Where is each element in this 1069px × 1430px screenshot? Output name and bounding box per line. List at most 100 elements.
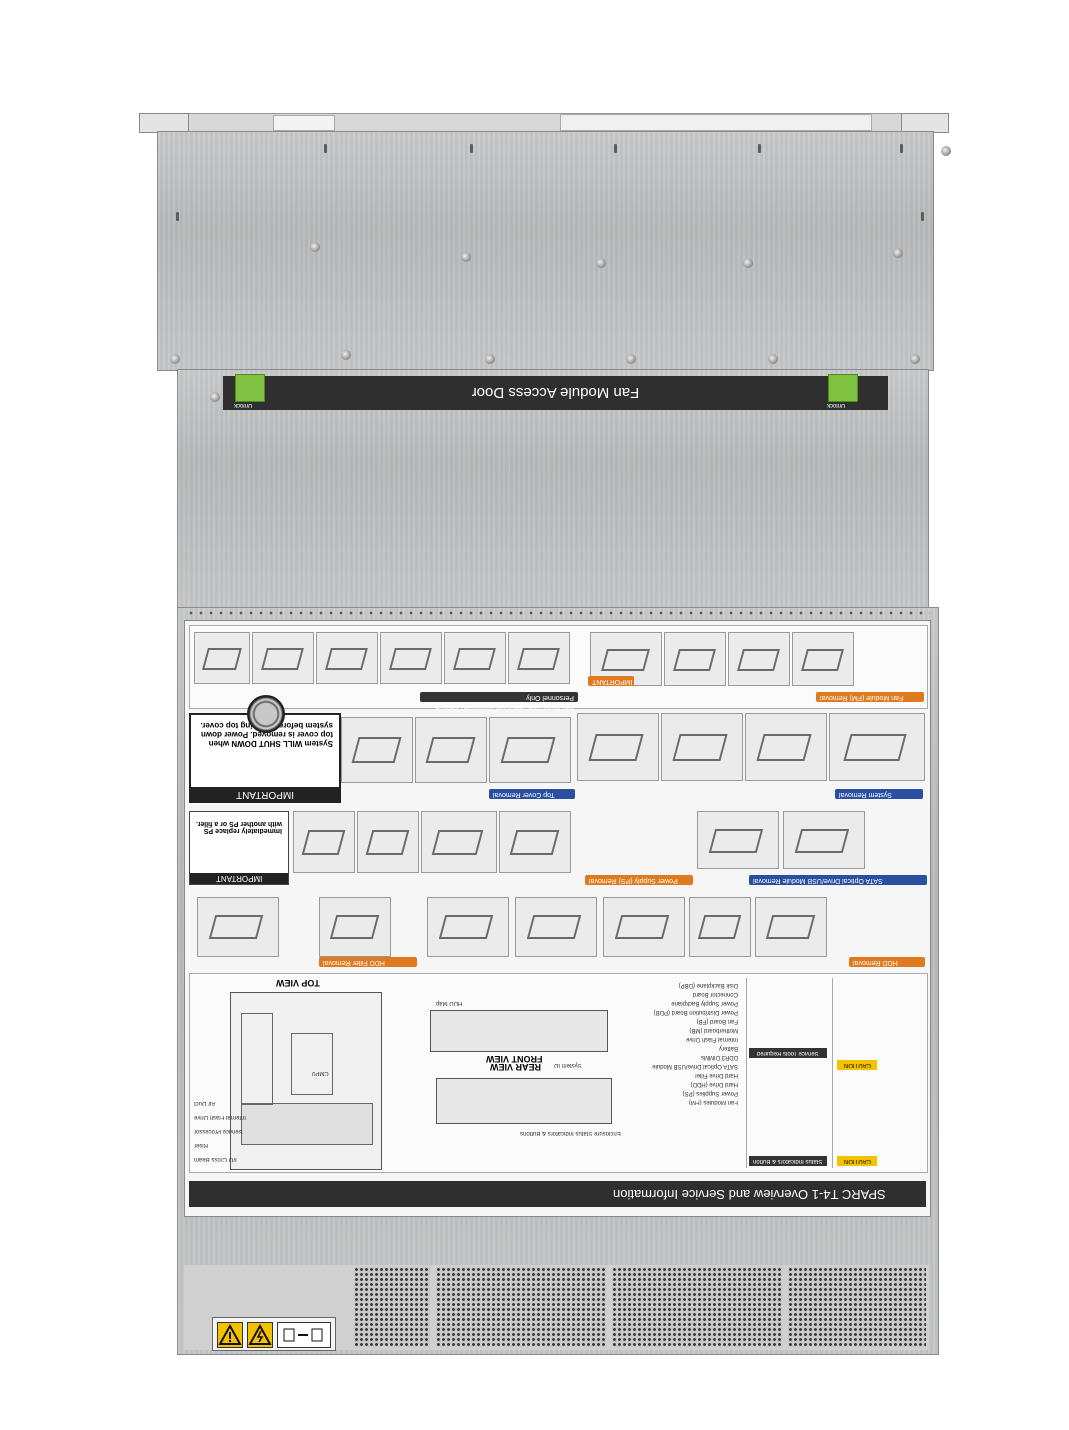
status-indicators-heading: Status Indicators & Button bbox=[749, 1156, 827, 1166]
screw bbox=[310, 242, 320, 252]
right-rail-ear bbox=[901, 113, 949, 133]
illustration bbox=[755, 897, 827, 957]
unlock-latch-right[interactable] bbox=[828, 374, 858, 402]
top-view-label: I/O Cross Beam bbox=[194, 1156, 237, 1162]
section-header-fan-board: Fan Board (FB) Removal Authorized Servic… bbox=[420, 692, 578, 711]
section-header-sata: SATA Optical Drive/USB Module Removal bbox=[749, 875, 927, 885]
illustration bbox=[444, 632, 506, 684]
front-view-diagram bbox=[430, 1010, 608, 1052]
section-header-hdd: HDD Removal bbox=[849, 957, 925, 967]
top-cover-button-icon bbox=[247, 695, 285, 733]
unlock-label-left: Unlock bbox=[234, 402, 253, 408]
illustration bbox=[197, 897, 279, 957]
warning-label bbox=[212, 1317, 336, 1351]
parts-list-item: Internal Flash Drive bbox=[685, 1036, 738, 1042]
illustration bbox=[792, 632, 854, 686]
top-view-label: Service Processor bbox=[194, 1128, 243, 1134]
section-header-top-cover: Top Cover Removal bbox=[489, 789, 575, 799]
row-fan-removal: Fan Board (FB) Removal Authorized Servic… bbox=[189, 625, 928, 711]
illustration bbox=[316, 632, 378, 684]
caution-triangle-icon bbox=[217, 1322, 243, 1348]
vent-slot bbox=[758, 144, 761, 153]
vent-slot bbox=[470, 144, 473, 153]
rear-vent-panel bbox=[184, 1265, 929, 1350]
service-label-title: SPARC T4-1 Overview and Service Informat… bbox=[613, 1187, 886, 1202]
parts-list-item: SATA Optical Drive/USB Module bbox=[652, 1063, 738, 1069]
top-view-label: Internal Flash Drive bbox=[194, 1114, 247, 1120]
illustration bbox=[664, 632, 726, 686]
vent-slot bbox=[324, 144, 327, 153]
caution-badge: CAUTION bbox=[837, 1156, 877, 1166]
illustration bbox=[515, 897, 597, 957]
parts-list-item: Power Supply Backplane bbox=[671, 1000, 738, 1006]
section-header-important: IMPORTANT bbox=[588, 676, 634, 686]
section-header-system-removal: System Removal bbox=[835, 789, 923, 799]
disconnect-power-icon bbox=[277, 1322, 331, 1348]
illustration bbox=[421, 811, 497, 873]
important-text-ps: Immediately replace PS with another PS o… bbox=[196, 820, 282, 834]
top-view-label: CMP0 bbox=[312, 1070, 329, 1076]
vent-slot bbox=[900, 144, 903, 153]
illustration bbox=[341, 717, 413, 783]
important-heading-bar-ps: IMPORTANT bbox=[190, 873, 288, 884]
illustration bbox=[293, 811, 355, 873]
illustration bbox=[319, 897, 391, 957]
parts-list: Fan Modules (FM) Power Supplies (PS) Har… bbox=[620, 978, 740, 1168]
fan-module-access-door[interactable]: Fan Module Access Door Unlock Unlock bbox=[177, 369, 929, 609]
illustration bbox=[499, 811, 571, 873]
illustration bbox=[508, 632, 570, 684]
riser-area bbox=[241, 1013, 273, 1105]
overview-area: TOP VIEW I/O Cross Beam Riser Service Pr… bbox=[189, 973, 928, 1173]
cpu-area bbox=[291, 1033, 333, 1095]
caution-column: CAUTION CAUTION bbox=[832, 978, 923, 1168]
parts-list-text: Fan Modules (FM) Power Supplies (PS) Har… bbox=[620, 980, 738, 1106]
unlock-latch-left[interactable] bbox=[235, 374, 265, 402]
illustration bbox=[380, 632, 442, 684]
illustration bbox=[745, 713, 827, 781]
illustration bbox=[689, 897, 751, 957]
top-view-label: Riser bbox=[194, 1142, 209, 1148]
screw bbox=[485, 354, 495, 364]
illustration bbox=[489, 717, 571, 783]
rear-view-label: Enclosure Status Indicators & Buttons bbox=[520, 1130, 621, 1136]
illustration bbox=[577, 713, 659, 781]
parts-list-item: Fan Board (FB) bbox=[696, 1018, 738, 1024]
top-view-diagram bbox=[230, 992, 382, 1170]
service-label-title-strip: SPARC T4-1 Overview and Service Informat… bbox=[189, 1181, 926, 1207]
parts-list-item: Fan Modules (FM) bbox=[688, 1099, 738, 1105]
section-header-power-supply: Power Supply (PS) Removal bbox=[585, 875, 693, 885]
screw bbox=[910, 354, 920, 364]
vent-grille bbox=[354, 1267, 430, 1347]
left-rail-ear bbox=[139, 113, 189, 133]
screw bbox=[170, 354, 180, 364]
caution-badge: CAUTION bbox=[837, 1060, 877, 1070]
parts-list-item: Hard Drive Filler bbox=[694, 1072, 738, 1078]
parts-list-item: Power Supplies (PS) bbox=[682, 1090, 738, 1096]
screw bbox=[341, 350, 351, 360]
illustration bbox=[661, 713, 743, 781]
illustration bbox=[252, 632, 314, 684]
important-box-ps: IMPORTANT Immediately replace PS with an… bbox=[189, 811, 289, 885]
serial-label-left bbox=[273, 115, 335, 131]
illustration bbox=[415, 717, 487, 783]
parts-list-item: Connector Board bbox=[692, 991, 738, 997]
vent-grille bbox=[788, 1267, 926, 1347]
screw bbox=[596, 258, 606, 268]
top-view-label: Air Duct bbox=[194, 1100, 216, 1106]
fan-door-label-strip: Fan Module Access Door bbox=[223, 376, 888, 410]
parts-list-item: Power Distribution Board (PDB) bbox=[653, 1009, 738, 1015]
electrical-hazard-icon bbox=[247, 1322, 273, 1348]
unlock-label-right: Unlock bbox=[827, 402, 846, 408]
illustration bbox=[427, 897, 509, 957]
service-tools-heading: Service Tools Required bbox=[749, 1048, 827, 1058]
vent-slot bbox=[614, 144, 617, 153]
vent-slot bbox=[921, 212, 924, 221]
vent-grille bbox=[612, 1267, 782, 1347]
row-top-cover: IMPORTANT System WILL SHUT DOWN when top… bbox=[189, 695, 926, 803]
screw bbox=[743, 258, 753, 268]
front-view-label: HDD Map bbox=[436, 1000, 463, 1006]
illustration bbox=[603, 897, 685, 957]
screw bbox=[210, 392, 220, 402]
important-heading-bar: IMPORTANT bbox=[191, 787, 339, 801]
parts-list-item: DDR3 DIMMs bbox=[701, 1054, 738, 1060]
